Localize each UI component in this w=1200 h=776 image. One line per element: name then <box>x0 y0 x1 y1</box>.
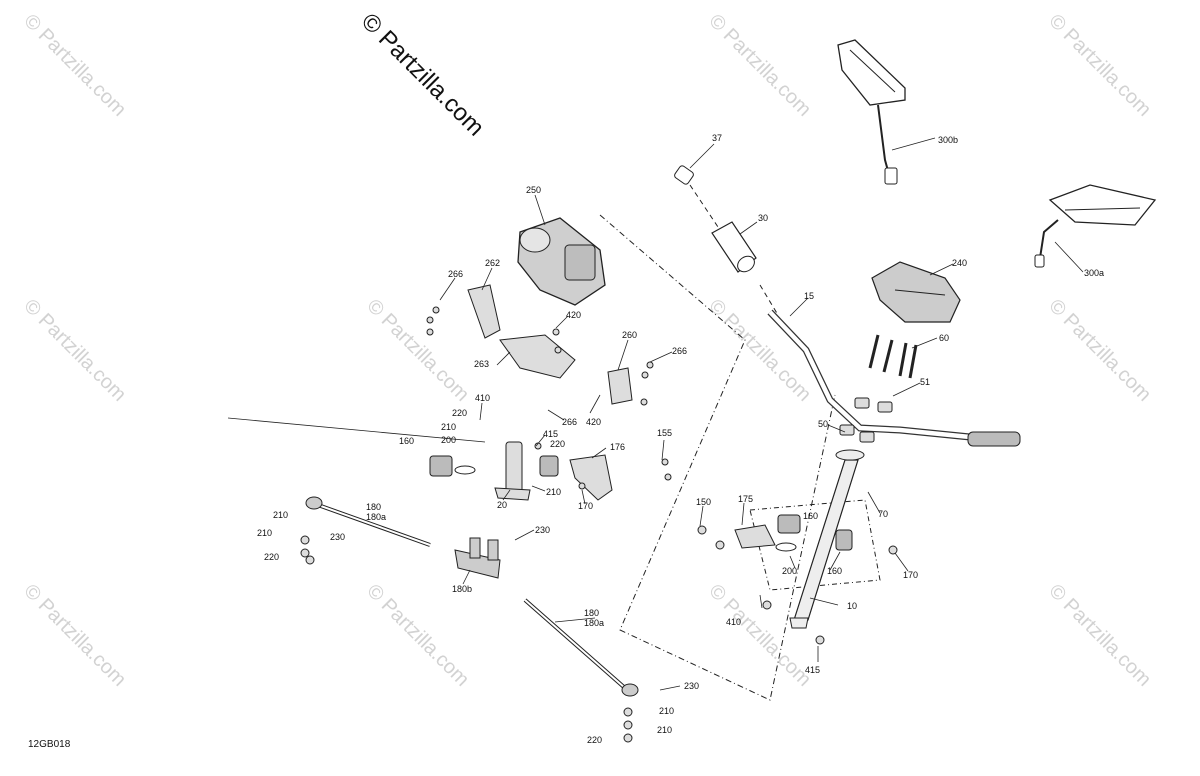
callout: 415 <box>543 429 558 439</box>
callout: 250 <box>526 185 541 195</box>
callout: 160 <box>399 436 414 446</box>
callout: 10 <box>847 601 857 611</box>
callout: 155 <box>657 428 672 438</box>
callout: 50 <box>818 419 828 429</box>
plate-263 <box>499 334 576 379</box>
leader-lines <box>227 137 1084 691</box>
grip-30 <box>711 221 779 316</box>
callout: 410 <box>726 617 741 627</box>
handlebar-pad-240 <box>871 261 961 323</box>
callout: 170 <box>578 501 593 511</box>
callout: 410 <box>475 393 490 403</box>
callout: 30 <box>758 213 768 223</box>
bushings-left <box>429 455 559 477</box>
callout: 170 <box>903 570 918 580</box>
callout: 266 <box>448 269 463 279</box>
fasteners <box>300 306 898 743</box>
bracket-175 <box>734 524 776 549</box>
callout: 300a <box>1084 268 1104 278</box>
handlebar-15 <box>767 309 1021 447</box>
callout: 415 <box>805 665 820 675</box>
callout: 200 <box>441 435 456 445</box>
callout: 180a <box>584 618 604 628</box>
callout: 210 <box>441 422 456 432</box>
callout: 220 <box>587 735 602 745</box>
callout: 160 <box>827 566 842 576</box>
callout: 210 <box>546 487 561 497</box>
callout: 51 <box>920 377 930 387</box>
callout: 37 <box>712 133 722 143</box>
callout: 15 <box>804 291 814 301</box>
center-link-180b <box>454 537 501 579</box>
clamps <box>839 397 893 443</box>
callout: 175 <box>738 494 753 504</box>
callout: 420 <box>586 417 601 427</box>
callout: 210 <box>659 706 674 716</box>
mirror-300b <box>837 39 906 185</box>
callout: 180 <box>366 502 381 512</box>
callout: 160 <box>803 511 818 521</box>
callout: 220 <box>264 552 279 562</box>
callout: 180 <box>584 608 599 618</box>
callout: 420 <box>566 310 581 320</box>
callout: 210 <box>257 528 272 538</box>
callout: 180b <box>452 584 472 594</box>
callout: 150 <box>696 497 711 507</box>
callout: 200 <box>782 566 797 576</box>
callout: 20 <box>497 500 507 510</box>
callout: 230 <box>330 532 345 542</box>
callout: 210 <box>657 725 672 735</box>
steering-gear-250 <box>517 217 606 306</box>
tie-rod-upper-180 <box>305 496 431 547</box>
tie-rod-lower-180 <box>523 598 639 697</box>
steering-column-10 <box>789 449 865 629</box>
pitman-shaft-20 <box>494 441 531 501</box>
callout: 263 <box>474 359 489 369</box>
callout: 220 <box>550 439 565 449</box>
bracket-176 <box>569 454 613 501</box>
callout: 230 <box>684 681 699 691</box>
callout: 210 <box>273 510 288 520</box>
callout: 240 <box>952 258 967 268</box>
diagram-code: 12GB018 <box>28 739 71 750</box>
callout: 230 <box>535 525 550 535</box>
callout: 266 <box>672 346 687 356</box>
bracket-outline <box>749 499 881 591</box>
bolts-60 <box>868 334 918 379</box>
callout: 70 <box>878 509 888 519</box>
mirror-300a <box>1034 184 1157 268</box>
callout: 220 <box>452 408 467 418</box>
bracket-262 <box>467 284 501 339</box>
callout: 60 <box>939 333 949 343</box>
callout: 260 <box>622 330 637 340</box>
callout: 262 <box>485 258 500 268</box>
callout: 266 <box>562 417 577 427</box>
subassembly-outline <box>599 214 836 701</box>
bracket-260 <box>607 367 633 405</box>
callout: 300b <box>938 135 958 145</box>
callout: 180a <box>366 512 386 522</box>
callout: 176 <box>610 442 625 452</box>
callout-labels: 37 30 300b 300a 240 15 60 51 50 70 250 2… <box>257 133 1104 745</box>
bushings-right <box>775 514 853 552</box>
